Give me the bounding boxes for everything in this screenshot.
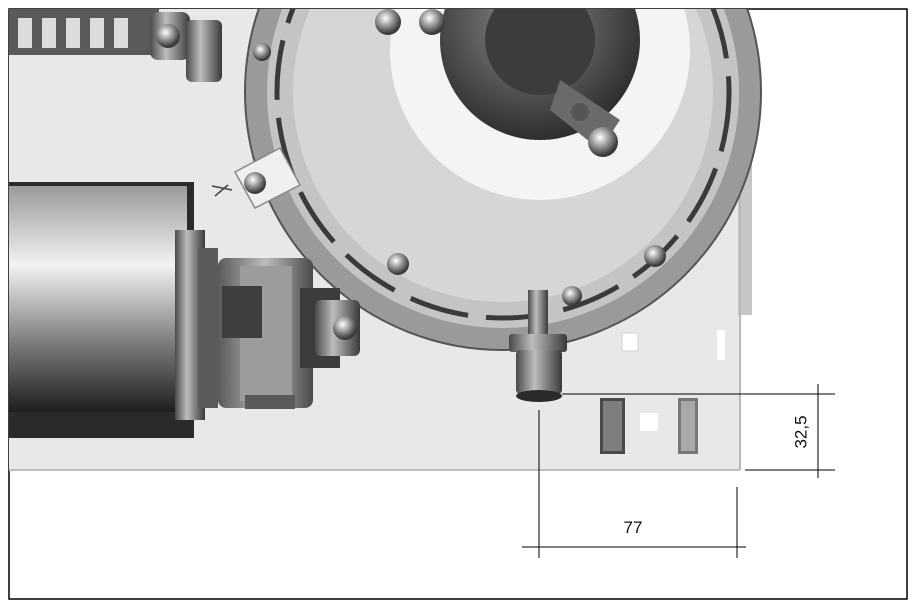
dimension-horizontal <box>522 410 746 558</box>
fan-housing <box>244 9 762 351</box>
motor-cylinder <box>9 182 218 438</box>
dimension-label-horizontal: 77 <box>624 518 643 537</box>
panel-features <box>600 330 725 454</box>
heat-exchanger-fins <box>9 9 159 55</box>
dimension-label-vertical: 32,5 <box>791 415 810 448</box>
dimension-vertical <box>562 384 835 478</box>
nozzle-connector <box>509 290 567 402</box>
housing-bolts <box>253 9 666 306</box>
fitting-nut <box>150 12 222 82</box>
fan-motor-shroud <box>218 258 360 409</box>
mounting-bracket <box>211 146 302 209</box>
